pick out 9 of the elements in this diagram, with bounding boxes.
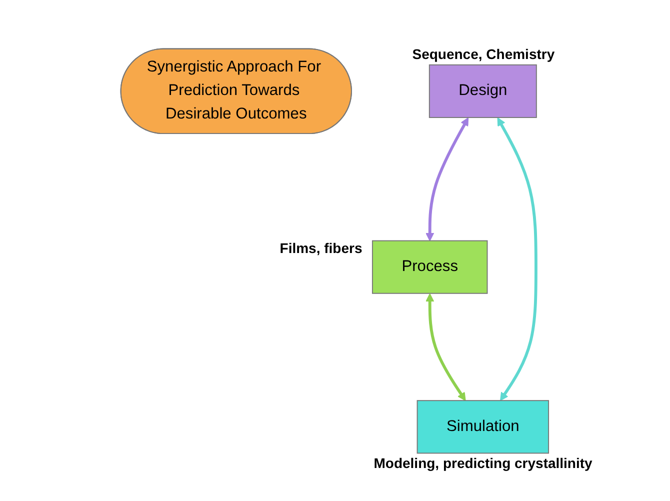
node-box: Design — [429, 64, 538, 118]
node-box: Simulation — [417, 400, 550, 454]
arrow — [498, 116, 538, 400]
node-caption: Films, fibers — [278, 240, 364, 256]
arrow — [426, 116, 469, 241]
node-caption: Sequence, Chemistry — [411, 46, 556, 62]
node-caption: Modeling, predicting crystallinity — [372, 454, 594, 471]
node-box: Process — [372, 240, 488, 294]
arrow — [426, 292, 466, 400]
